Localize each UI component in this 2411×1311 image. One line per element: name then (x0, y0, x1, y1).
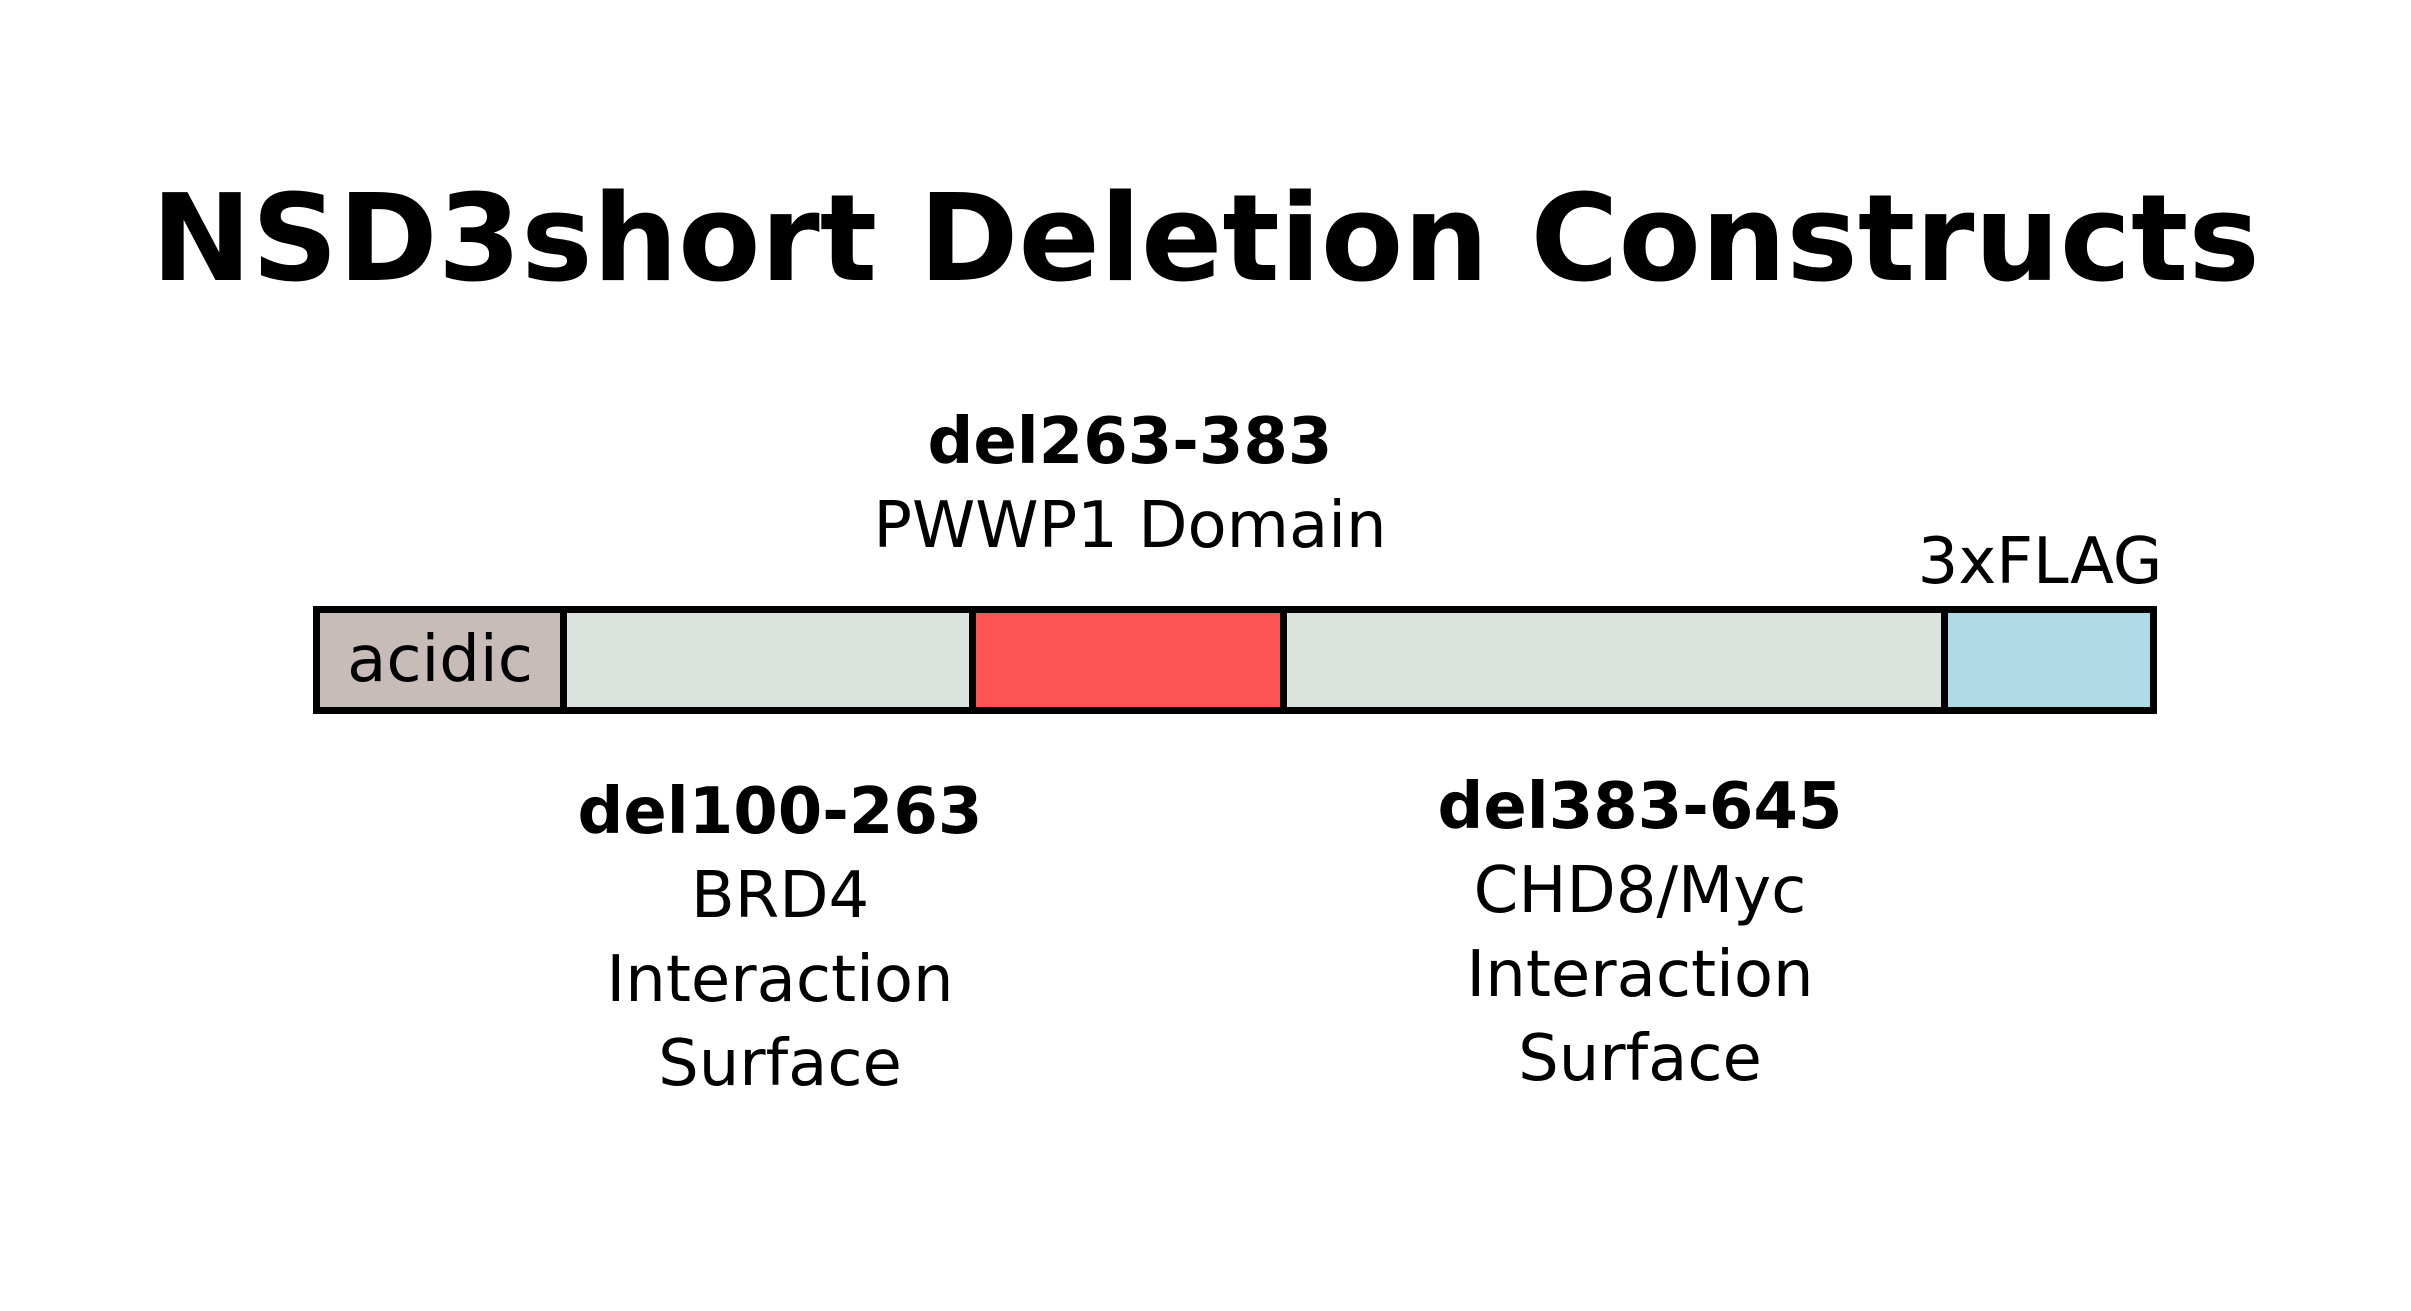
pwwp1-deletion-label: del263-383 PWWP1 Domain (740, 400, 1520, 568)
chd8-deletion-name: del383-645 (1437, 770, 1843, 844)
chd8-line-3: Surface (1518, 1022, 1762, 1096)
segment-acidic-label: acidic (347, 623, 533, 697)
chd8-line-2: Interaction (1466, 938, 1814, 1012)
segment-chd8-region (1287, 613, 1948, 707)
segment-brd4-region (567, 613, 976, 707)
brd4-line-1: BRD4 (690, 859, 870, 933)
flag-tag-label: 3xFLAG (1917, 525, 2163, 599)
segment-acidic: acidic (320, 613, 567, 707)
segment-pwwp1-domain (976, 613, 1287, 707)
brd4-deletion-label: del100-263 BRD4 Interaction Surface (430, 770, 1130, 1106)
brd4-line-2: Interaction (606, 943, 954, 1017)
brd4-deletion-name: del100-263 (577, 775, 983, 849)
diagram-title: NSD3short Deletion Constructs (151, 170, 2260, 309)
segment-3xflag (1948, 613, 2150, 707)
brd4-line-3: Surface (658, 1027, 902, 1101)
chd8-line-1: CHD8/Myc (1473, 854, 1807, 928)
pwwp1-deletion-name: del263-383 (927, 405, 1333, 479)
protein-construct-bar: acidic (313, 606, 2157, 714)
pwwp1-domain-text: PWWP1 Domain (873, 489, 1387, 563)
chd8-deletion-label: del383-645 CHD8/Myc Interaction Surface (1290, 765, 1990, 1101)
